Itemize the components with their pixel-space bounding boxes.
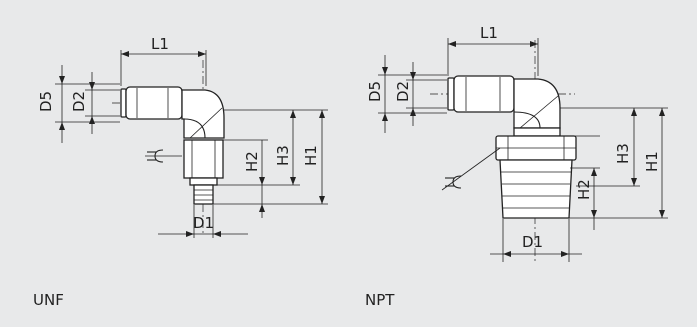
- npt-h3-label: H3: [614, 143, 632, 164]
- unf-h2-dimension: H2: [243, 140, 265, 218]
- npt-d5-dimension: D5: [366, 55, 447, 133]
- npt-l1-dimension: L1: [447, 24, 539, 76]
- unf-h1-dimension: H1: [302, 110, 325, 204]
- unf-h3-dimension: H3: [274, 110, 296, 185]
- npt-fitting-drawing: L1 D5 D2 H: [365, 24, 668, 309]
- unf-h3-label: H3: [274, 145, 292, 166]
- unf-l1-dimension: L1: [120, 35, 207, 86]
- npt-h1-dimension: H1: [643, 108, 665, 218]
- npt-h3-dimension: H3: [614, 108, 637, 186]
- unf-hex-nut: [183, 139, 224, 179]
- npt-d1-label: D1: [522, 233, 543, 251]
- wrench-icon: [145, 149, 182, 163]
- unf-d5-dimension: D5: [37, 65, 120, 143]
- unf-d5-label: D5: [37, 91, 55, 112]
- unf-l1-label: L1: [151, 35, 169, 53]
- npt-elbow-body: [447, 75, 561, 129]
- unf-d1-dimension: D1: [158, 205, 248, 238]
- unf-h2-label: H2: [243, 151, 261, 172]
- unf-caption: UNF: [33, 291, 64, 309]
- npt-hex-nut: [495, 135, 577, 161]
- npt-collar: [513, 127, 561, 137]
- npt-caption: NPT: [365, 291, 395, 309]
- npt-d2-label: D2: [394, 81, 412, 102]
- wrench-icon: [441, 147, 501, 191]
- npt-d1-dimension: D1: [490, 219, 582, 262]
- unf-d2-label: D2: [70, 91, 88, 112]
- unf-d1-label: D1: [193, 214, 214, 232]
- unf-d2-dimension: D2: [70, 72, 120, 134]
- npt-h1-label: H1: [643, 151, 661, 172]
- unf-elbow-body: [120, 86, 225, 139]
- npt-l1-label: L1: [480, 24, 498, 42]
- unf-fitting-drawing: L1 D5 D2 H2: [33, 35, 328, 309]
- unf-threaded-stud: [189, 177, 218, 205]
- npt-h2-label: H2: [575, 179, 593, 200]
- unf-h1-label: H1: [302, 145, 320, 166]
- npt-d5-label: D5: [366, 81, 384, 102]
- npt-d2-dimension: D2: [394, 62, 447, 126]
- npt-h2-dimension: H2: [570, 167, 600, 230]
- npt-threaded-body: [499, 159, 573, 219]
